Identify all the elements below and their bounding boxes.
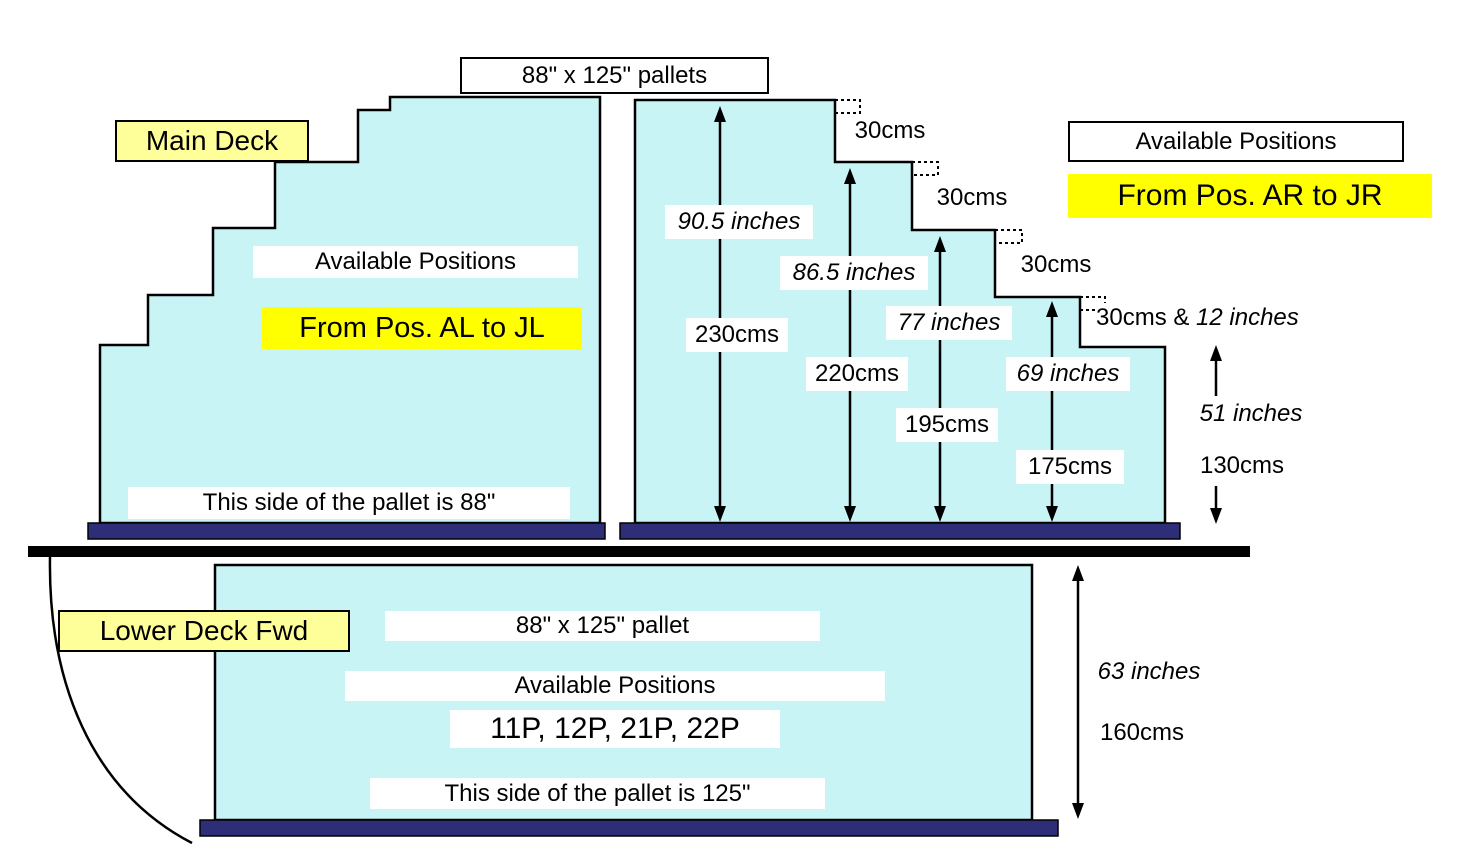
- deck-separator-line: [28, 546, 1250, 557]
- height-label-cms: 130cms: [1192, 449, 1292, 483]
- height-arrow-130cms: [1210, 345, 1222, 524]
- height-label-cms: 195cms: [896, 408, 998, 442]
- lower-deck-label: Lower Deck Fwd: [58, 610, 350, 652]
- lower-deck-height-inches: 63 inches: [1090, 655, 1208, 688]
- step-width-cms: 30cms &: [1096, 304, 1197, 331]
- step-width-label: 30cms & 12 inches: [1096, 303, 1299, 333]
- right-positions-range: From Pos. AR to JR: [1068, 174, 1432, 218]
- lower-deck-side-note: This side of the pallet is 125": [370, 778, 825, 809]
- lower-deck-base: [199, 819, 1059, 837]
- main-deck-side-note: This side of the pallet is 88": [128, 487, 570, 519]
- height-label-inches: 86.5 inches: [780, 256, 928, 290]
- lower-deck-available-positions: Available Positions: [345, 671, 885, 701]
- main-deck-right-base: [619, 522, 1181, 540]
- height-label-cms: 220cms: [806, 357, 908, 391]
- main-deck-left-base: [87, 522, 606, 540]
- height-label-inches: 90.5 inches: [665, 205, 813, 239]
- height-arrow-195cms: [934, 236, 946, 522]
- height-arrow-220cms: [844, 168, 856, 522]
- step-overhang-box: [911, 161, 939, 176]
- step-overhang-box: [994, 229, 1023, 244]
- step-width-label: 30cms: [930, 183, 1014, 213]
- right-available-positions: Available Positions: [1068, 121, 1404, 162]
- pallets-title: 88" x 125" pallets: [460, 57, 769, 94]
- main-deck-available-positions: Available Positions: [253, 246, 578, 278]
- lower-deck-positions: 11P, 12P, 21P, 22P: [450, 710, 780, 748]
- lower-deck-pallet-size: 88" x 125" pallet: [385, 611, 820, 641]
- step-overhang-box: [834, 99, 861, 114]
- height-label-inches: 51 inches: [1188, 397, 1314, 431]
- fuselage-curve: [48, 556, 193, 845]
- lower-deck-height-cms: 160cms: [1094, 716, 1190, 749]
- main-deck-label: Main Deck: [115, 120, 309, 162]
- main-deck-positions-range: From Pos. AL to JL: [262, 307, 582, 349]
- step-width-label: 30cms: [1014, 250, 1098, 280]
- lower-deck-height-arrow: [1072, 565, 1084, 819]
- height-label-cms: 230cms: [686, 318, 788, 352]
- step-width-inches: 12 inches: [1196, 304, 1299, 331]
- height-label-inches: 69 inches: [1006, 357, 1130, 391]
- height-arrow-230cms: [714, 106, 726, 522]
- height-label-inches: 77 inches: [886, 306, 1012, 340]
- height-label-cms: 175cms: [1016, 450, 1124, 484]
- step-width-label: 30cms: [848, 116, 932, 146]
